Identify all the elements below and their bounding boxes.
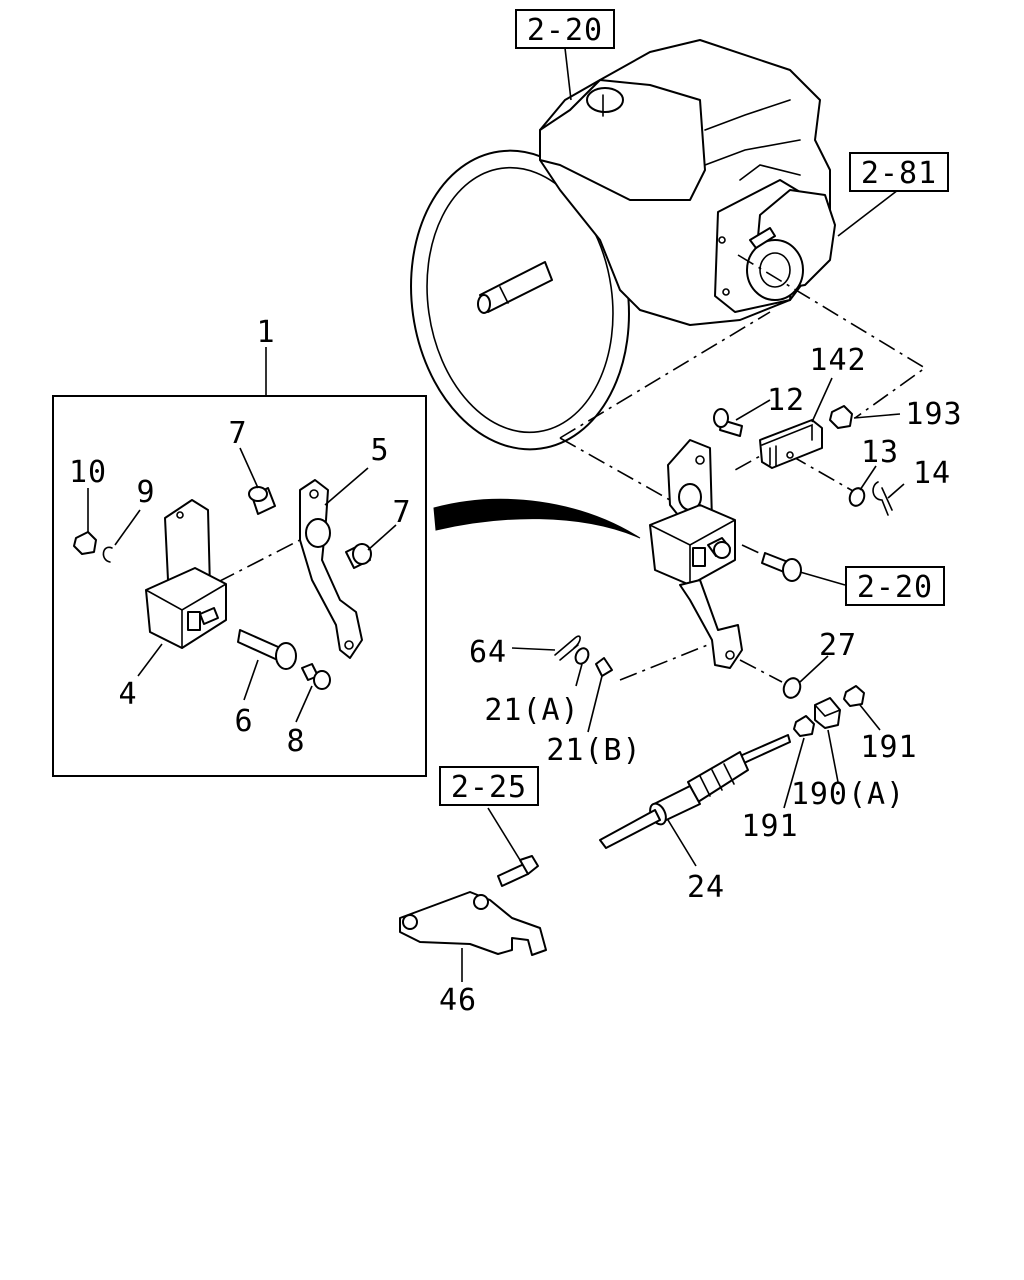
callout-191-lower: 191 xyxy=(741,809,798,844)
callout-24: 24 xyxy=(687,870,725,905)
inset-nut-10 xyxy=(73,531,97,555)
part-46-bracket xyxy=(399,891,547,956)
callout-6: 6 xyxy=(234,704,253,739)
ref-box-top: 2-20 xyxy=(515,9,615,49)
callout-9: 9 xyxy=(136,475,155,510)
part-27-washer xyxy=(782,677,802,699)
callout-13: 13 xyxy=(861,435,899,470)
ref-label-bolt: 2-20 xyxy=(857,570,933,605)
inset-bushing-7b xyxy=(345,543,372,569)
callout-142: 142 xyxy=(809,343,866,378)
inset-frame xyxy=(52,395,427,777)
part-14-clip xyxy=(872,481,893,516)
part-190a-joint xyxy=(814,697,841,729)
part-12-bolt xyxy=(713,408,743,437)
callout-1: 1 xyxy=(256,315,275,350)
part-21a-washer xyxy=(574,647,590,665)
callout-193: 193 xyxy=(905,397,962,432)
callout-8: 8 xyxy=(286,724,305,759)
callout-5: 5 xyxy=(370,433,389,468)
part-24-cable xyxy=(599,734,791,849)
callout-14: 14 xyxy=(913,456,951,491)
callout-4: 4 xyxy=(118,677,137,712)
mount-bolt xyxy=(761,552,802,582)
ref-box-bracket: 2-25 xyxy=(439,766,539,806)
callout-64: 64 xyxy=(469,635,507,670)
callout-21b: 21(B) xyxy=(546,733,641,768)
bracket-bolt xyxy=(497,855,539,887)
part-191-nut-upper xyxy=(843,685,865,707)
callout-10: 10 xyxy=(69,455,107,490)
part-193-nut xyxy=(829,405,853,429)
inset-pin-6 xyxy=(237,629,297,670)
ref-label-bracket: 2-25 xyxy=(451,770,527,805)
ref-box-trans-right: 2-81 xyxy=(849,152,949,192)
transmission-housing xyxy=(410,39,836,451)
callout-191-upper: 191 xyxy=(860,730,917,765)
ref-label-trans-right: 2-81 xyxy=(861,156,937,191)
inset-bushing-7a xyxy=(248,486,276,515)
inset-fitting-8 xyxy=(301,663,331,690)
inset-ring-9 xyxy=(102,546,113,563)
part-64-pin xyxy=(554,635,581,661)
part-142-block xyxy=(759,419,823,469)
select-lever-assembly xyxy=(649,439,743,669)
callout-7b: 7 xyxy=(392,495,411,530)
inset-lever-5 xyxy=(299,479,363,659)
callout-21a: 21(A) xyxy=(484,693,579,728)
callout-46: 46 xyxy=(439,983,477,1018)
inset-bracket-4 xyxy=(145,499,227,649)
callout-27: 27 xyxy=(819,628,857,663)
callout-labels: 1 10 9 7 5 7 4 6 8 12 142 193 13 14 64 2… xyxy=(69,315,962,1018)
part-191-nut-lower xyxy=(793,715,815,737)
ref-box-bolt: 2-20 xyxy=(845,566,945,606)
callout-12: 12 xyxy=(767,383,805,418)
ref-label-top: 2-20 xyxy=(527,13,603,48)
leader-lines xyxy=(87,47,905,982)
assembly-arrow xyxy=(433,498,641,539)
callout-7a: 7 xyxy=(228,416,247,451)
part-21b-bushing xyxy=(595,657,613,677)
callout-190a: 190(A) xyxy=(791,777,905,812)
